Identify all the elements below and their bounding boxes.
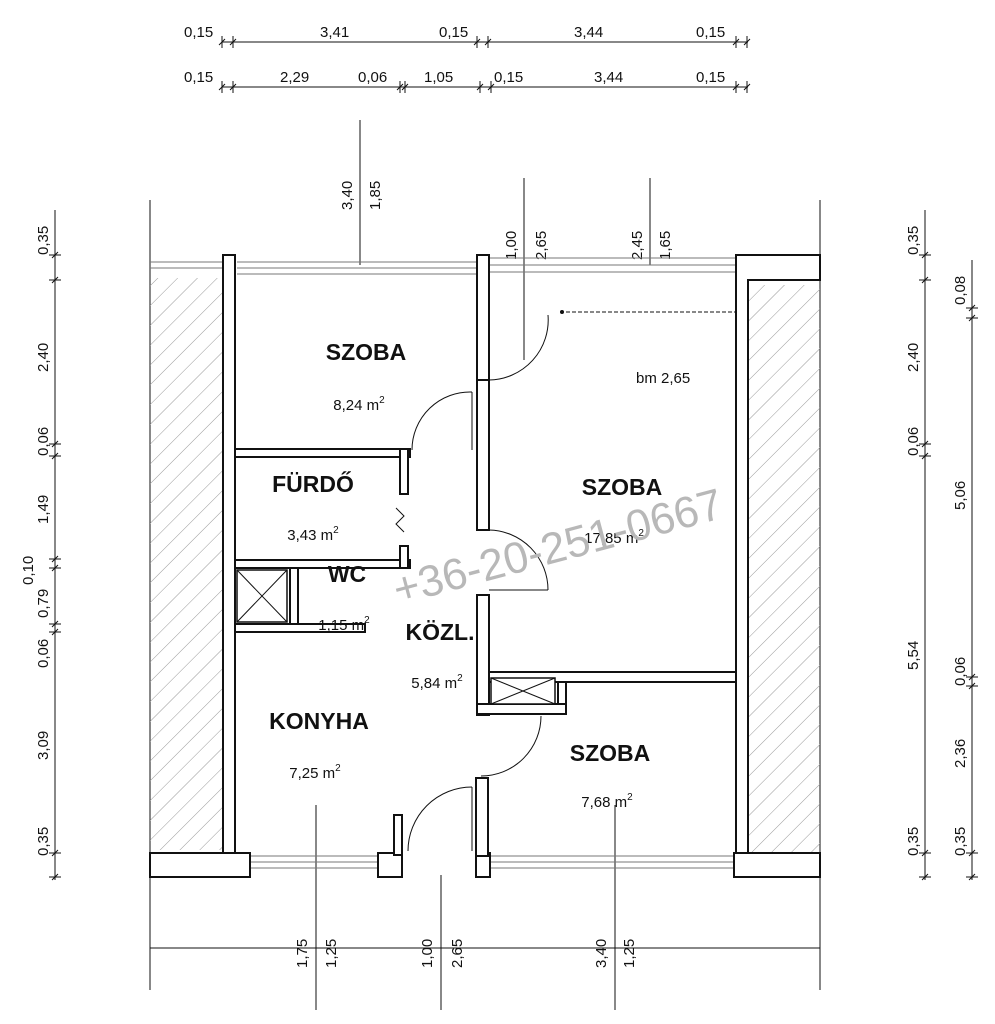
dim-top1-1: 3,41 — [320, 24, 349, 41]
dim-left-2: 0,06 — [35, 427, 52, 456]
dim-right2-3: 2,36 — [952, 739, 969, 768]
room-area-szoba-2: 17,85 m2 — [584, 528, 644, 547]
room-area-kozl: 5,84 m2 — [411, 673, 463, 692]
room-wc: WC 1,15 m2 — [318, 561, 370, 634]
left-dimension-chain: 0,35 2,40 0,06 1,49 0,10 0,79 0,06 3,09 … — [20, 210, 61, 881]
room-konyha: KONYHA 7,25 m2 — [269, 708, 369, 782]
dim-right2-1: 5,06 — [952, 481, 969, 510]
window-top-right — [490, 257, 736, 273]
room-szoba-2: SZOBA 17,85 m2 — [582, 474, 663, 547]
room-area-furdo: 3,43 m2 — [287, 525, 339, 544]
dim-open-bottom-3: 2,65 — [449, 939, 466, 968]
top-dimension-chain-1: 0,15 3,41 0,15 3,44 0,15 — [184, 24, 751, 48]
window-top-left — [150, 261, 477, 275]
dim-top2-6: 0,15 — [696, 69, 725, 86]
right-dimension-chain-1: 0,35 2,40 0,06 5,54 0,35 — [905, 210, 931, 881]
wardrobe-end-mark — [560, 310, 564, 314]
room-name-szoba-3: SZOBA — [570, 740, 651, 766]
top-dimension-chain-2: 0,15 2,29 0,06 1,05 0,15 3,44 0,15 — [184, 69, 751, 93]
dim-top2-1: 2,29 — [280, 69, 309, 86]
dim-top2-4: 0,15 — [494, 69, 523, 86]
dim-open-top-4: 2,45 — [629, 231, 646, 260]
dim-open-top-0: 3,40 — [339, 181, 356, 210]
dim-right1-3: 5,54 — [905, 641, 922, 670]
doors — [395, 314, 549, 852]
dim-open-bottom-5: 1,25 — [621, 939, 638, 968]
room-szoba-1: SZOBA 8,24 m2 — [326, 339, 407, 414]
dim-top2-0: 0,15 — [184, 69, 213, 86]
opening-lines-top — [359, 120, 651, 360]
dim-open-top-1: 1,85 — [367, 181, 384, 210]
dim-top2-3: 1,05 — [424, 69, 453, 86]
window-bottom-right — [490, 855, 734, 869]
dim-left-4: 0,10 — [20, 556, 37, 585]
room-name-konyha: KONYHA — [269, 708, 369, 734]
room-szoba-3: SZOBA 7,68 m2 — [570, 740, 651, 811]
ceiling-height-note: bm 2,65 — [636, 370, 690, 387]
hatched-zone-right — [748, 285, 820, 853]
dim-open-bottom-1: 1,25 — [323, 939, 340, 968]
dim-left-7: 3,09 — [35, 731, 52, 760]
dim-open-top-3: 2,65 — [533, 231, 550, 260]
walls — [149, 254, 821, 878]
room-kozl: KÖZL. 5,84 m2 — [406, 619, 475, 692]
dim-right2-0: 0,08 — [952, 276, 969, 305]
dim-open-top-2: 1,00 — [503, 231, 520, 260]
dim-right1-1: 2,40 — [905, 343, 922, 372]
room-furdo: FÜRDŐ 3,43 m2 — [272, 470, 354, 544]
phone-watermark: +36-20-251-0667 — [388, 480, 728, 615]
dim-right2-2: 0,06 — [952, 657, 969, 686]
dim-left-0: 0,35 — [35, 226, 52, 255]
dim-top2-2: 0,06 — [358, 69, 387, 86]
dim-top2-5: 3,44 — [594, 69, 623, 86]
room-name-wc: WC — [328, 561, 366, 587]
right-dimension-chain-2: 0,08 5,06 0,06 2,36 0,35 — [952, 260, 978, 881]
dim-left-5: 0,79 — [35, 589, 52, 618]
dim-right2-4: 0,35 — [952, 827, 969, 856]
dim-top1-4: 0,15 — [696, 24, 725, 41]
dim-right1-2: 0,06 — [905, 427, 922, 456]
dim-left-8: 0,35 — [35, 827, 52, 856]
hatched-zone-left — [150, 278, 222, 850]
room-area-szoba-1: 8,24 m2 — [333, 395, 385, 414]
room-name-szoba-2: SZOBA — [582, 474, 663, 500]
room-name-kozl: KÖZL. — [406, 619, 475, 645]
dim-right1-4: 0,35 — [905, 827, 922, 856]
dim-open-top-5: 1,65 — [657, 231, 674, 260]
window-bottom-left — [250, 855, 378, 869]
dim-left-3: 1,49 — [35, 495, 52, 524]
dim-left-6: 0,06 — [35, 639, 52, 668]
bottom-dimension-chain: 1,75 1,25 1,00 2,65 3,40 1,25 — [150, 805, 820, 1010]
room-area-konyha: 7,25 m2 — [289, 763, 341, 782]
room-name-furdo: FÜRDŐ — [272, 470, 354, 497]
dim-open-bottom-0: 1,75 — [294, 939, 311, 968]
dim-top1-0: 0,15 — [184, 24, 213, 41]
dim-top1-3: 3,44 — [574, 24, 603, 41]
room-area-szoba-3: 7,68 m2 — [581, 792, 633, 811]
dim-open-bottom-4: 3,40 — [593, 939, 610, 968]
dim-top1-2: 0,15 — [439, 24, 468, 41]
room-area-wc: 1,15 m2 — [318, 615, 370, 634]
room-name-szoba-1: SZOBA — [326, 339, 407, 365]
dim-right1-0: 0,35 — [905, 226, 922, 255]
dim-open-bottom-2: 1,00 — [419, 939, 436, 968]
dim-left-1: 2,40 — [35, 343, 52, 372]
